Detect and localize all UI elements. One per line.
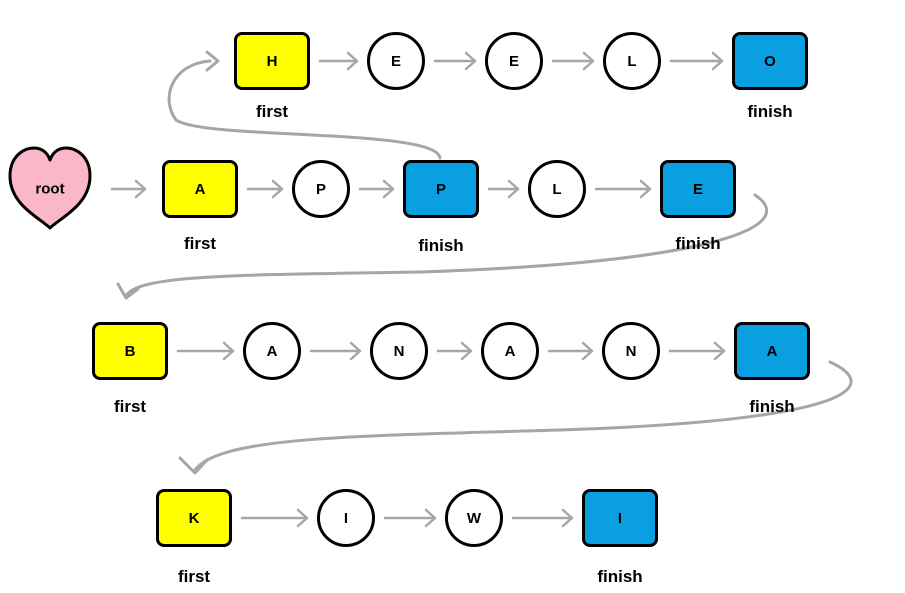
arrow-icon [110,179,147,199]
finish-caption: finish [747,102,793,121]
arrow-icon [176,341,235,361]
arrow-icon [246,179,284,199]
finish-caption: finish [418,236,464,255]
node-apple-2-finish: P [403,160,479,218]
arrow-icon [309,341,362,361]
arrow-icon [487,179,520,199]
finish-caption: finish [597,567,643,586]
node-apple-1-plain: P [292,160,350,218]
arrow-icon [436,341,473,361]
arrow-icon [594,179,652,199]
link-apple-p-to-h [167,50,442,160]
first-caption: first [113,397,147,416]
first-caption: first [255,102,289,121]
root-heart-shape [8,146,92,230]
arrow-icon [669,51,724,71]
link-apple-e-to-b [116,193,769,300]
arrow-icon [547,341,594,361]
node-banana-4-plain: N [602,322,660,380]
node-heelo-4-finish: O [732,32,808,90]
arrow-icon [358,179,395,199]
first-caption: first [183,234,217,253]
node-banana-3-plain: A [481,322,539,380]
node-heelo-3-plain: L [603,32,661,90]
root-label: root [35,180,65,198]
node-apple-3-plain: L [528,160,586,218]
arrow-icon [240,508,309,528]
node-banana-1-plain: A [243,322,301,380]
arrow-icon [511,508,574,528]
node-heelo-0-first: H [234,32,310,90]
node-heelo-2-plain: E [485,32,543,90]
node-heelo-1-plain: E [367,32,425,90]
node-banana-2-plain: N [370,322,428,380]
arrow-icon [318,51,359,71]
finish-caption: finish [675,234,721,253]
first-caption: first [177,567,211,586]
finish-caption: finish [749,397,795,416]
node-kiwi-2-plain: W [445,489,503,547]
node-kiwi-3-finish: I [582,489,658,547]
link-banana-a-to-k [178,360,853,475]
arrow-icon [433,51,477,71]
node-apple-4-finish: E [660,160,736,218]
arrow-icon [383,508,437,528]
node-kiwi-1-plain: I [317,489,375,547]
node-kiwi-0-first: K [156,489,232,547]
node-banana-0-first: B [92,322,168,380]
arrow-icon [668,341,726,361]
arrow-icon [551,51,595,71]
node-banana-5-finish: A [734,322,810,380]
node-apple-0-first: A [162,160,238,218]
